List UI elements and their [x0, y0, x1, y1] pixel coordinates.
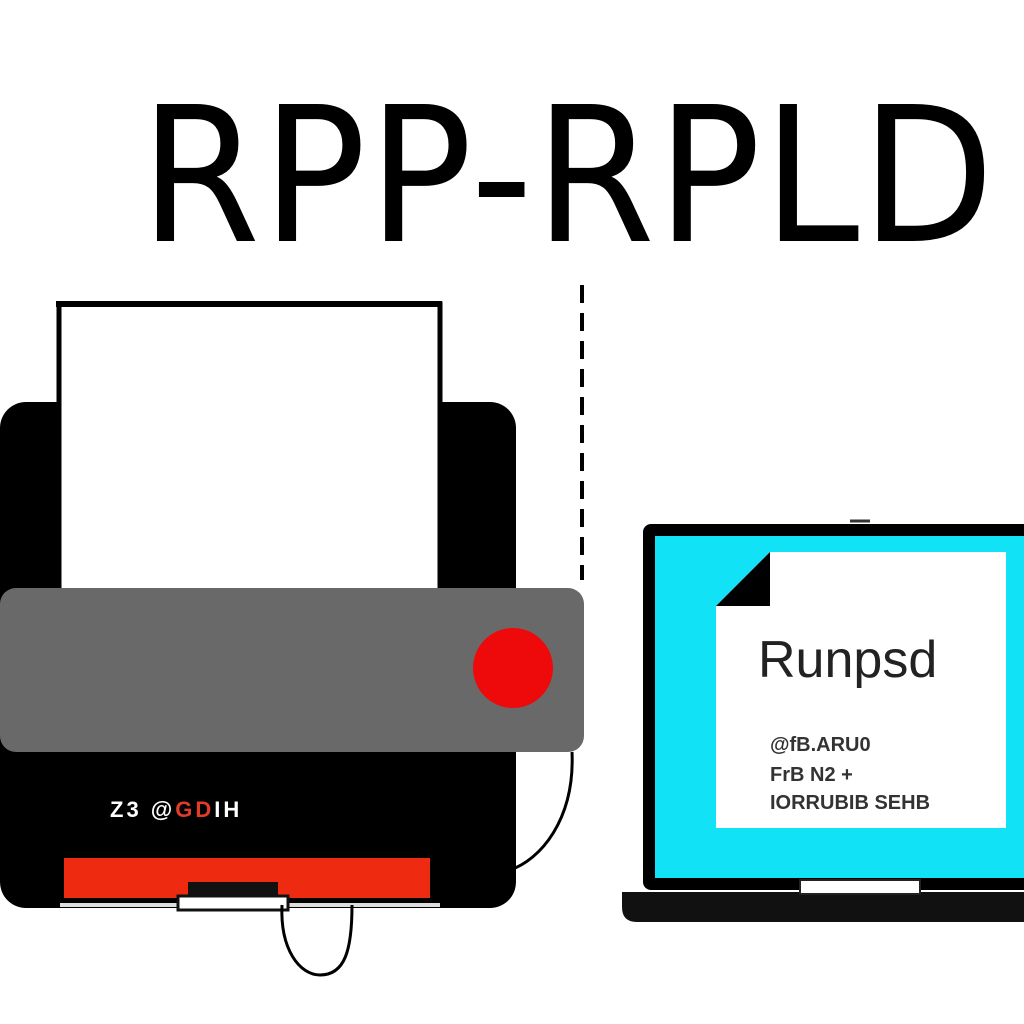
document-line-1: @fB.ARU0	[770, 734, 871, 756]
cable-icon	[280, 904, 354, 977]
document-heading: Runpsd	[758, 631, 938, 689]
document-icon	[716, 552, 1006, 828]
cable-side	[509, 751, 574, 872]
cable-plug	[176, 894, 290, 912]
document-fold	[716, 552, 770, 606]
document-line-2: FrB N2 +	[770, 764, 853, 786]
laptop-hinge	[799, 879, 921, 895]
power-button-icon[interactable]	[473, 628, 553, 708]
laptop-icon	[622, 892, 1024, 922]
printer-control-band	[0, 588, 584, 752]
printer-panel-label: Z3 @GDIH	[110, 796, 242, 824]
paper-sheet-icon	[56, 301, 443, 607]
document-line-3: IORRUBIB SEHB	[770, 792, 931, 814]
panel-text-c: IH	[214, 797, 243, 822]
cable-connector	[188, 882, 278, 898]
page-title: RPP-RPLD	[140, 67, 997, 286]
panel-text-b: GD	[175, 797, 215, 822]
panel-text-a: Z3 @	[110, 797, 176, 822]
